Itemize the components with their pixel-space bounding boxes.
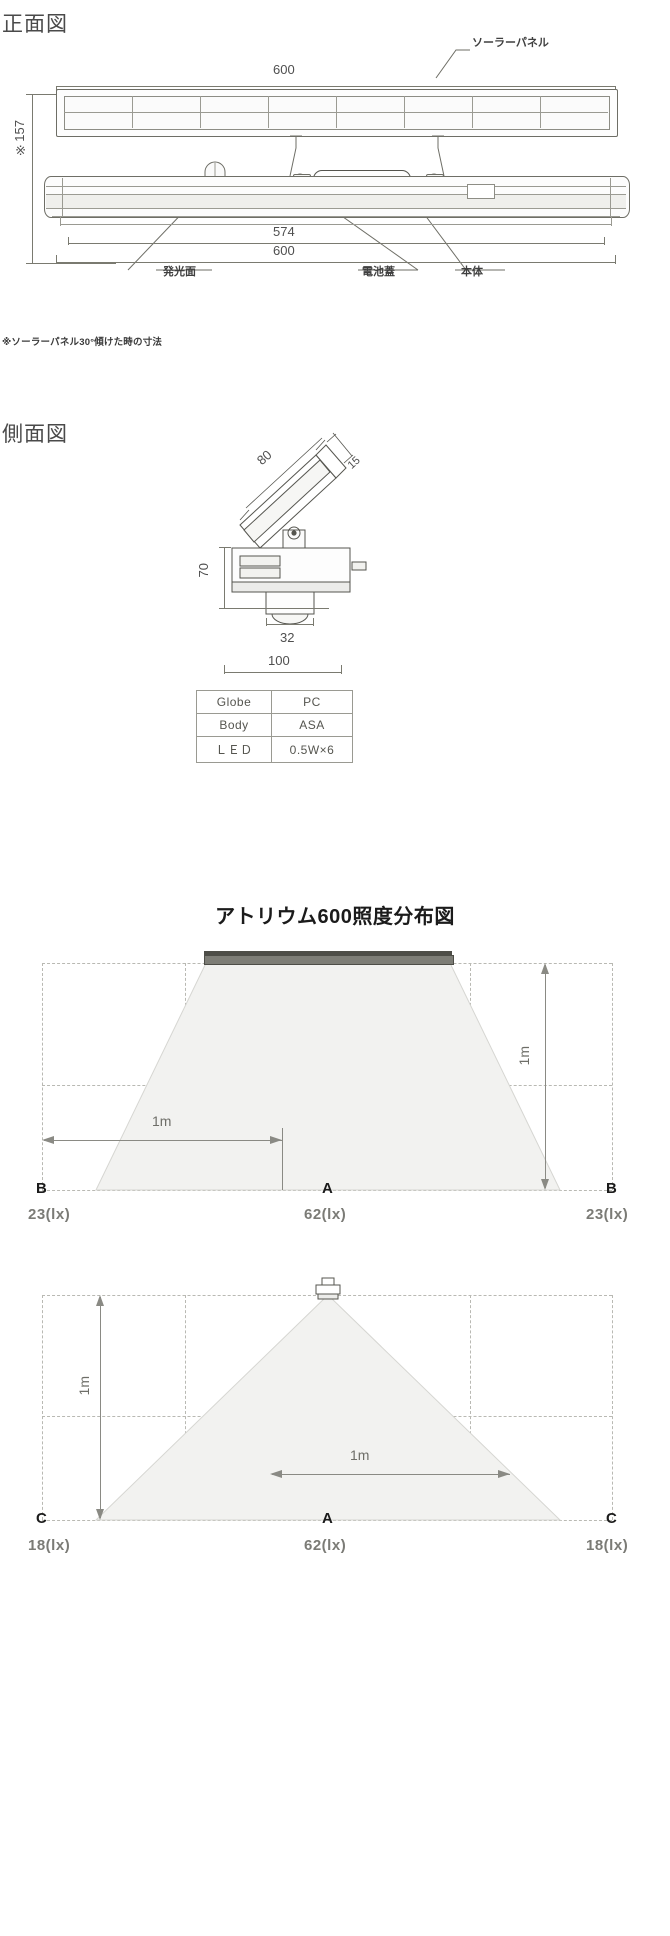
lux-value-b-right: 23(lx) xyxy=(586,1206,629,1223)
material-key: ＬＥＤ xyxy=(196,736,272,763)
callout-solar-panel: ソーラーパネル xyxy=(472,37,549,49)
solar-panel-cells xyxy=(64,96,610,130)
point-label-c-right: C xyxy=(606,1510,617,1527)
dim-panel-width: 600 xyxy=(273,62,295,77)
point-label-b-left: B xyxy=(36,1180,47,1197)
dim-body-inner: 574 xyxy=(273,224,295,239)
fixture-top-1 xyxy=(204,951,452,956)
material-key: Body xyxy=(196,713,272,737)
material-value: 0.5W×6 xyxy=(271,736,353,763)
span-label-1: 1m xyxy=(152,1113,172,1129)
point-label-b-right: B xyxy=(606,1180,617,1197)
point-label-a-center: A xyxy=(322,1180,333,1197)
dim-body-width: 600 xyxy=(273,243,295,258)
table-row: Body ASA xyxy=(196,713,353,737)
lux-value-b-left: 23(lx) xyxy=(28,1206,71,1223)
table-row: ＬＥＤ 0.5W×6 xyxy=(196,736,353,763)
front-view-title: 正面図 xyxy=(2,13,68,36)
callout-light-surface: 発光面 xyxy=(163,266,196,278)
material-table: Globe PC Body ASA ＬＥＤ 0.5W×6 xyxy=(196,690,353,763)
side-view-drawing xyxy=(231,432,367,625)
lux-value-a-center: 62(lx) xyxy=(304,1206,347,1223)
indicator-window xyxy=(467,184,495,199)
front-view-footnote: ※ソーラーパネル30°傾けた時の寸法 xyxy=(2,337,163,348)
callout-battery-cover: 電池蓋 xyxy=(362,266,395,278)
span-label-2: 1m xyxy=(350,1447,370,1463)
material-key: Globe xyxy=(196,690,272,714)
point-label-c-left: C xyxy=(36,1510,47,1527)
lux-value-c-left: 18(lx) xyxy=(28,1537,71,1554)
lux-value-a-center-2: 62(lx) xyxy=(304,1537,347,1554)
callout-main-body: 本体 xyxy=(461,266,483,278)
side-view-title: 側面図 xyxy=(2,423,68,446)
point-label-a-center-2: A xyxy=(322,1510,333,1527)
fixture-bar-1 xyxy=(204,955,454,965)
illuminance-chart-title: アトリウム600照度分布図 xyxy=(215,906,455,928)
dim-stem-width: 32 xyxy=(280,630,295,645)
lux-value-c-right: 18(lx) xyxy=(586,1537,629,1554)
dim-base-width: 100 xyxy=(268,653,290,668)
